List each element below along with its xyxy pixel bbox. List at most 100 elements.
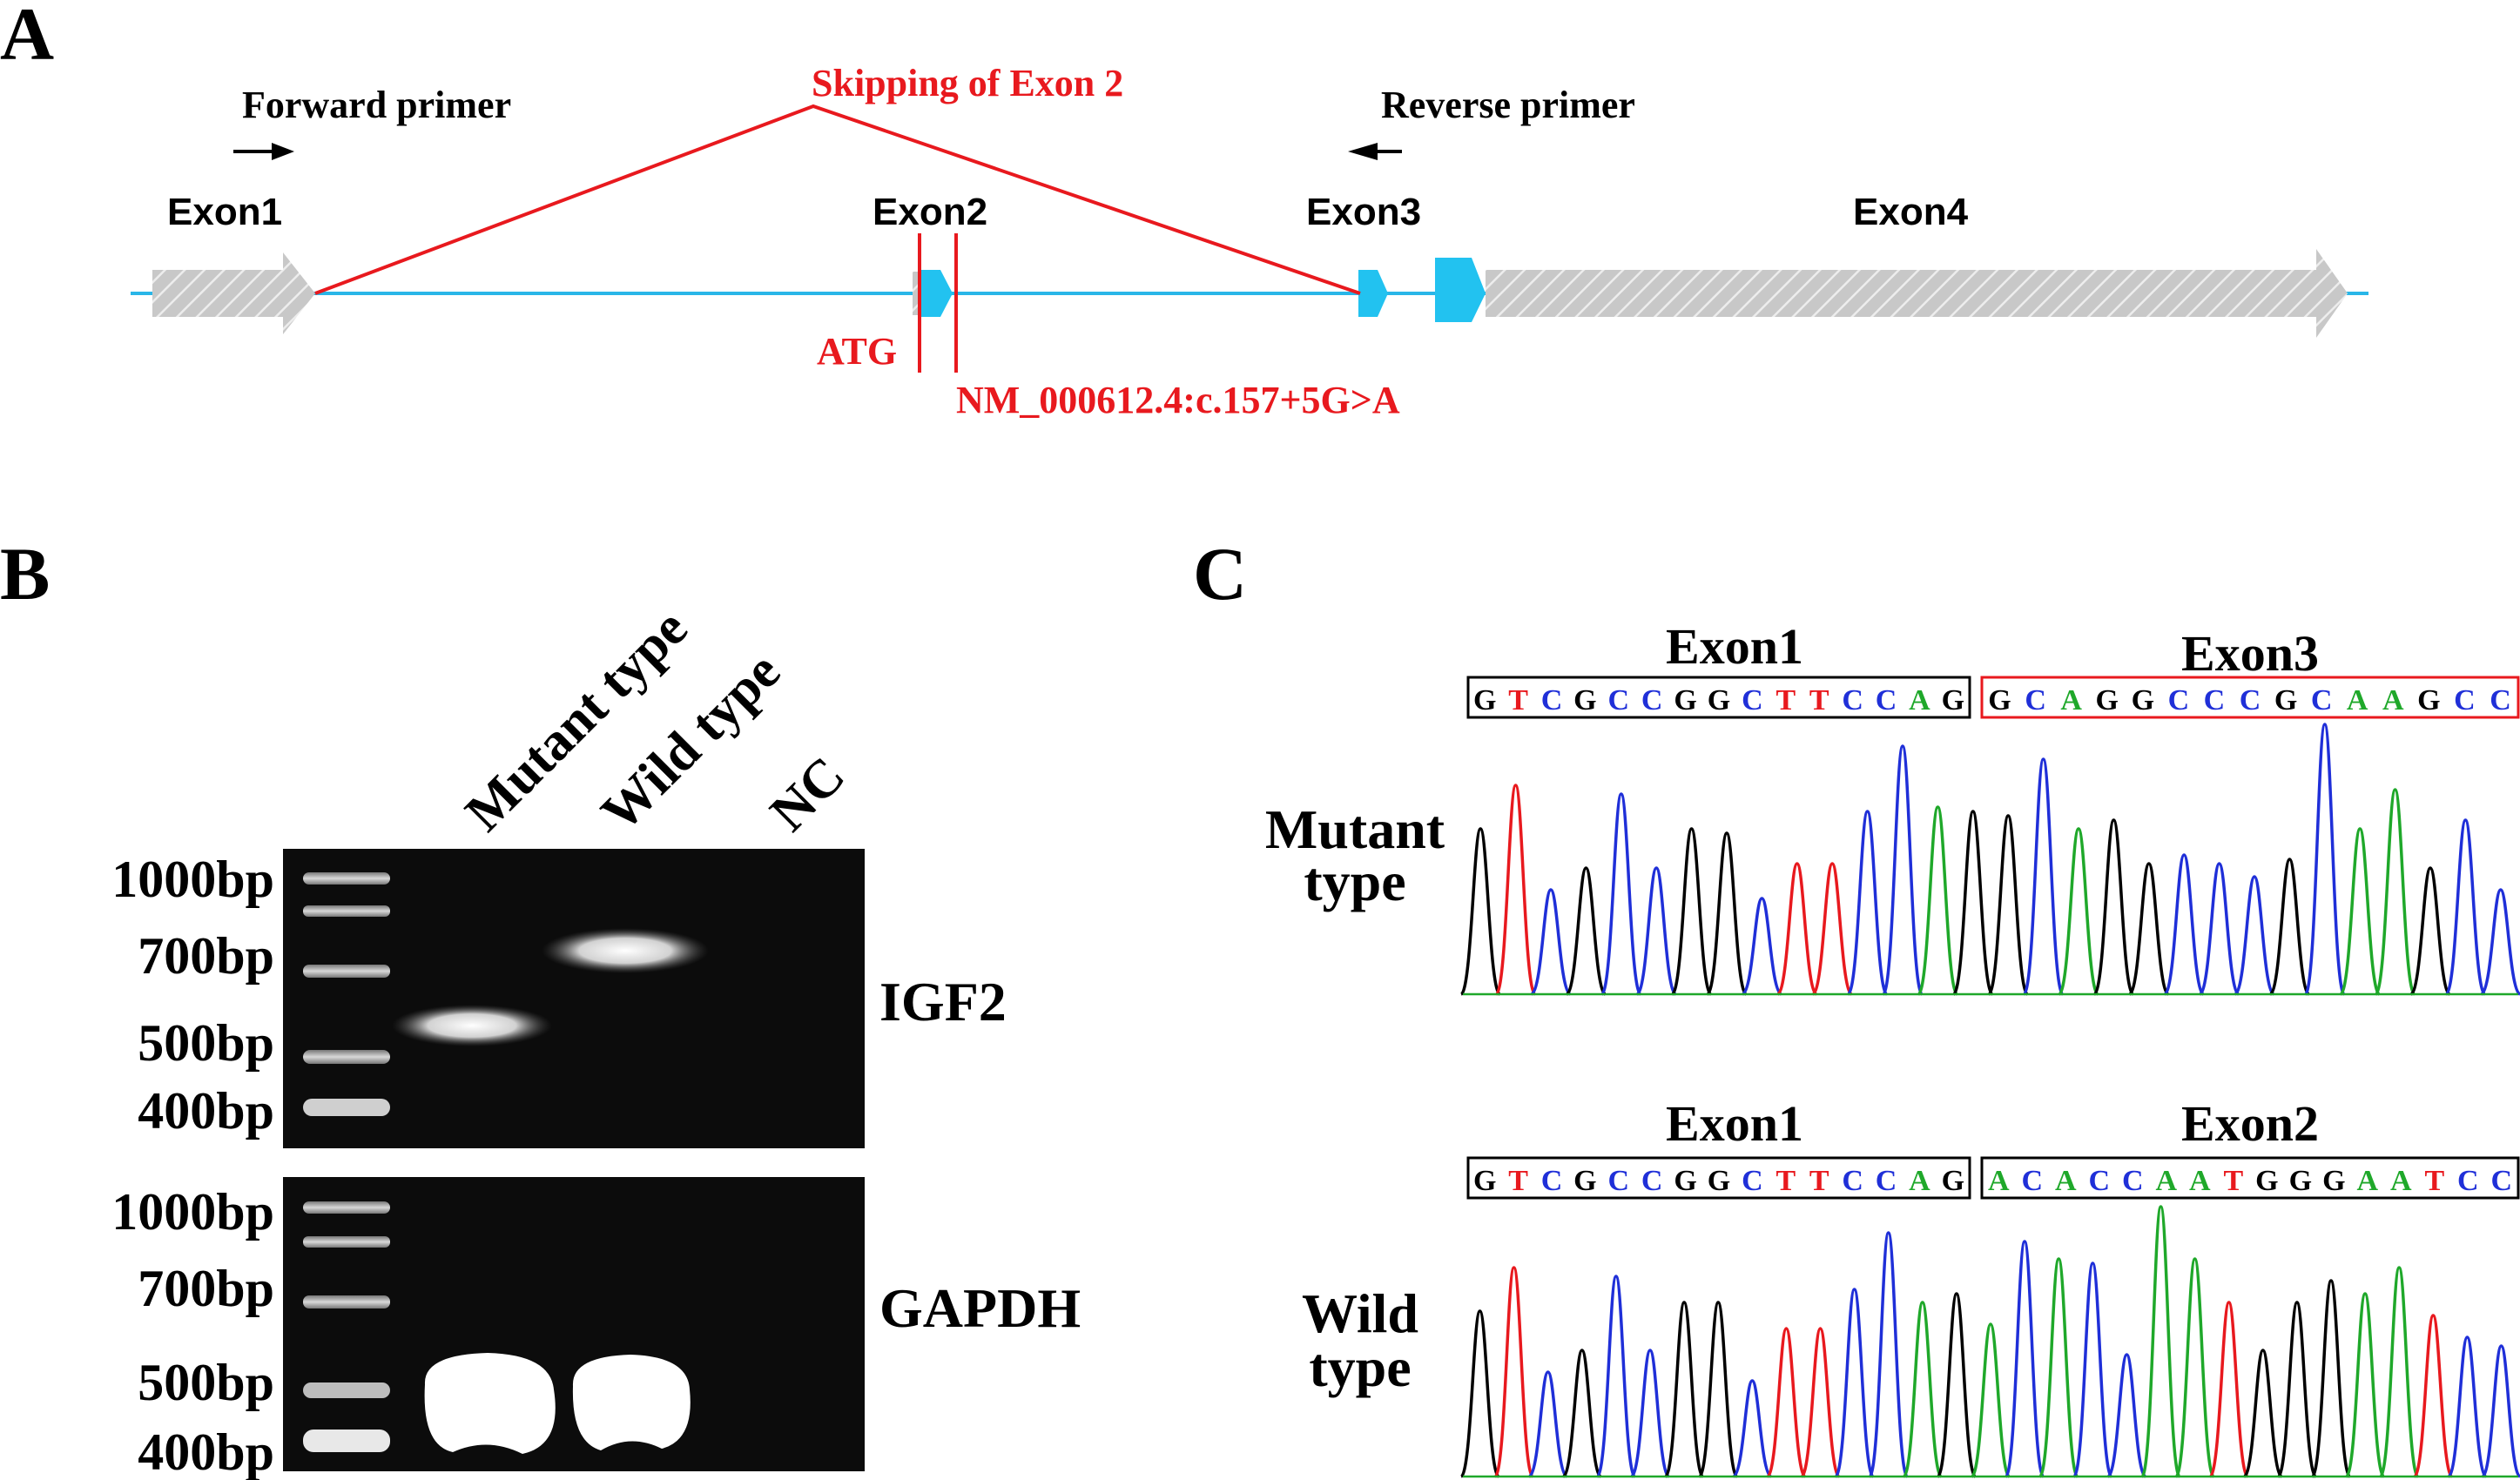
base-letter-right-0: G	[1988, 684, 2011, 716]
gene-label-gapdh: GAPDH	[879, 1277, 1081, 1339]
base-letter-right-12: A	[2390, 1165, 2412, 1197]
chromatogram-peak-20	[2140, 1205, 2181, 1478]
chromatogram-peak-4	[1595, 1275, 1637, 1478]
chromatogram-peak-2	[1527, 1370, 1568, 1478]
ladder-igf2	[303, 872, 390, 1116]
chromatogram-peak-16	[2004, 1240, 2045, 1478]
trace-mutant-left-box	[1466, 676, 1971, 719]
chromatogram-peak-1	[1493, 1266, 1534, 1478]
chromatogram-peak-22	[2208, 1301, 2249, 1478]
base-letter-right-14: C	[2490, 684, 2511, 716]
base-letter-right-2: A	[2055, 1165, 2077, 1197]
forward-primer-arrow-icon	[233, 143, 294, 160]
trace-mutant-right-box	[1980, 676, 2520, 719]
base-letter-left-14: G	[1942, 1165, 1964, 1197]
base-letter-right-1: C	[2025, 684, 2046, 716]
base-letter-right-0: A	[1988, 1165, 2010, 1197]
chromatogram-peak-25	[2339, 827, 2381, 996]
base-letter-left-1: T	[1508, 1165, 1528, 1197]
chromatogram-peak-17	[2058, 827, 2099, 996]
chromatogram-peak-0	[1459, 1309, 1500, 1478]
trace-mutant-left-exon: Exon1	[1666, 618, 1803, 675]
chromatogram-peak-17	[2038, 1257, 2079, 1478]
panel-c-letter: C	[1193, 532, 1247, 616]
exon3-shape-b	[1435, 258, 1486, 322]
chromatogram-peak-28	[2413, 1314, 2454, 1478]
base-letter-right-7: T	[2223, 1165, 2243, 1197]
panel-b-letter: B	[0, 532, 50, 616]
ladder-igf2-500: 500bp	[138, 1014, 274, 1072]
base-letter-left-11: C	[1842, 1165, 1863, 1197]
band-gapdh-wild	[572, 1355, 691, 1450]
base-letter-right-12: G	[2417, 684, 2440, 716]
chromatogram-peak-3	[1561, 1349, 1602, 1478]
base-letter-left-4: C	[1608, 684, 1630, 716]
ladder-gapdh-700: 700bp	[138, 1260, 274, 1317]
trace-mutant-label-1: Mutant	[1265, 798, 1445, 860]
chromatogram-peak-7	[1706, 831, 1748, 996]
base-letter-left-8: C	[1742, 1165, 1763, 1197]
chromatogram-peak-11	[1847, 810, 1889, 996]
base-letter-right-11: A	[2357, 1165, 2379, 1197]
lane-label-nc: NC	[759, 745, 856, 842]
exon2-skipping-lines	[314, 104, 1361, 295]
base-letter-left-13: A	[1909, 1165, 1930, 1197]
variant-label: NM_000612.4:c.157+5G>A	[956, 379, 1400, 421]
base-letter-right-8: G	[2274, 684, 2297, 716]
exon2-label: Exon2	[873, 191, 987, 233]
chromatogram-peak-3	[1565, 866, 1607, 996]
reverse-primer-label: Reverse primer	[1381, 84, 1635, 126]
chromatogram-peak-15	[1971, 1322, 2011, 1478]
base-letter-left-12: C	[1876, 684, 1897, 716]
trace-mutant-label-2: type	[1304, 851, 1405, 912]
ladder-gapdh-400: 400bp	[138, 1423, 274, 1480]
chromatogram-peak-2	[1530, 888, 1572, 996]
base-letter-right-15: C	[2491, 1165, 2513, 1197]
chromatogram-peak-12	[1882, 744, 1924, 996]
base-letter-left-7: G	[1708, 684, 1730, 716]
panel-a-letter: A	[0, 0, 54, 76]
base-letter-right-6: C	[2204, 684, 2226, 716]
base-letter-right-2: A	[2060, 684, 2082, 716]
base-letter-left-4: C	[1608, 1165, 1630, 1197]
chromatogram-peak-8	[1732, 1379, 1773, 1478]
chromatogram-wild	[1459, 1205, 2520, 1478]
base-letter-right-11: A	[2382, 684, 2404, 716]
chromatogram-peak-6	[1664, 1301, 1705, 1478]
chromatogram-peak-22	[2234, 875, 2275, 996]
chromatogram-peak-20	[2163, 853, 2205, 996]
base-letter-left-12: C	[1876, 1165, 1897, 1197]
band-igf2-mutant	[392, 1005, 552, 1046]
gel-igf2	[283, 849, 865, 1148]
base-letter-left-6: G	[1674, 684, 1696, 716]
chromatogram-peak-10	[1800, 1327, 1841, 1478]
chromatogram-peak-29	[2447, 1335, 2488, 1478]
base-letter-left-0: G	[1473, 684, 1496, 716]
base-letter-right-9: C	[2311, 684, 2333, 716]
trace-wild-right-exon: Exon2	[2181, 1095, 2319, 1152]
chromatogram-peak-14	[1936, 1292, 1977, 1478]
base-letter-right-5: A	[2156, 1165, 2178, 1197]
chromatogram-peak-4	[1600, 792, 1642, 996]
base-letter-left-0: G	[1473, 1165, 1496, 1197]
chromatogram-peak-16	[2022, 757, 2065, 996]
base-letter-left-8: C	[1742, 684, 1763, 716]
chromatogram-peak-30	[2481, 1344, 2520, 1478]
base-letter-left-7: G	[1708, 1165, 1730, 1197]
chromatogram-peak-9	[1766, 1327, 1807, 1478]
base-letter-right-13: C	[2454, 684, 2476, 716]
base-letter-left-6: G	[1674, 1165, 1696, 1197]
atg-label: ATG	[817, 330, 897, 373]
chromatogram-peak-14	[1952, 810, 1994, 996]
base-letter-right-10: G	[2322, 1165, 2345, 1197]
base-letter-right-6: A	[2189, 1165, 2211, 1197]
base-letter-left-13: A	[1909, 684, 1930, 716]
chromatogram-peak-6	[1671, 827, 1713, 996]
chromatogram-peak-9	[1776, 862, 1818, 996]
forward-primer-label: Forward primer	[242, 84, 511, 126]
chromatogram-peak-21	[2174, 1257, 2215, 1478]
chromatogram-peak-21	[2199, 862, 2240, 996]
